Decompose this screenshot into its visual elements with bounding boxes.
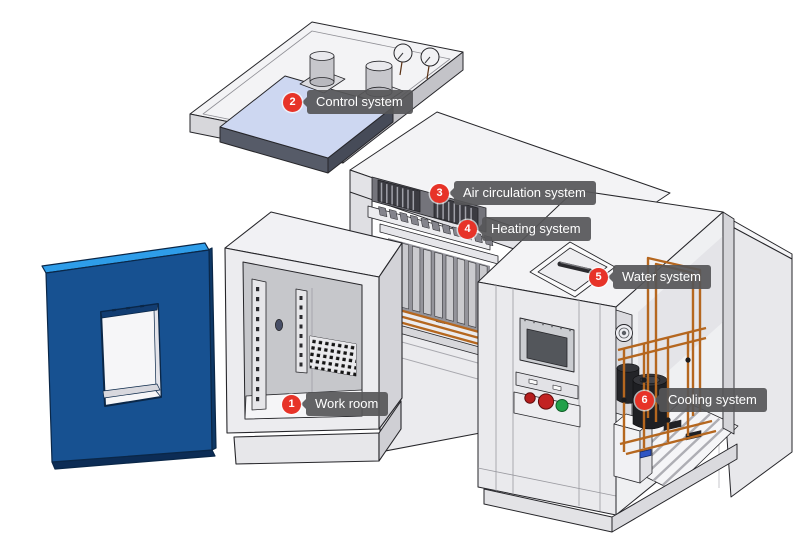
indicator-strip (515, 371, 579, 400)
heater-fins (389, 239, 488, 331)
callout-label-control-system: Control system (307, 90, 413, 114)
water-tank-lid (529, 241, 616, 298)
button-panel (513, 391, 581, 428)
work-room-base (233, 432, 380, 465)
heater-fin-row (378, 206, 494, 247)
motor-1 (299, 51, 346, 94)
button-red-small (524, 392, 536, 404)
pipe-fitting-blue (639, 449, 652, 459)
callout-cooling-system: 6 Cooling system (635, 388, 767, 412)
rack-rail-right (295, 288, 308, 374)
lid-handle (557, 261, 593, 274)
work-room-box (224, 211, 403, 465)
callout-badge-1: 1 (282, 394, 301, 414)
callout-badge-6: 6 (635, 390, 654, 410)
perforated-plate (310, 336, 356, 376)
port-hole (615, 324, 633, 342)
callout-badge-5: 5 (589, 267, 608, 287)
sensor-port (274, 318, 283, 331)
pipe-fittings (621, 357, 691, 423)
callout-heating-system: 4 Heating system (458, 217, 591, 241)
heater-coil (391, 306, 491, 349)
callout-air-circulation-system: 3 Air circulation system (430, 181, 596, 205)
callout-label-cooling-system: Cooling system (659, 388, 767, 412)
fan-wheel-1 (377, 179, 421, 213)
door-window (100, 303, 162, 407)
callout-badge-2: 2 (283, 92, 302, 112)
callout-badge-3: 3 (430, 183, 449, 203)
door-panel (41, 242, 217, 470)
button-green (555, 399, 569, 412)
callout-label-water-system: Water system (613, 265, 711, 289)
rack-rail-left (251, 278, 267, 411)
screen (526, 328, 568, 368)
pressure-gauge-1 (393, 43, 413, 76)
pressure-gauge-2 (420, 47, 440, 80)
callout-badge-4: 4 (458, 219, 477, 239)
callout-work-room: 1 Work room (282, 392, 389, 416)
callout-label-work-room: Work room (306, 392, 389, 416)
button-red-large (537, 393, 555, 410)
callout-control-system: 2 Control system (283, 90, 413, 114)
control-lid (189, 21, 464, 174)
callout-water-system: 5 Water system (589, 265, 711, 289)
callout-label-heating-system: Heating system (482, 217, 591, 241)
callout-label-air-circulation-system: Air circulation system (454, 181, 596, 205)
touchscreen (519, 317, 575, 373)
